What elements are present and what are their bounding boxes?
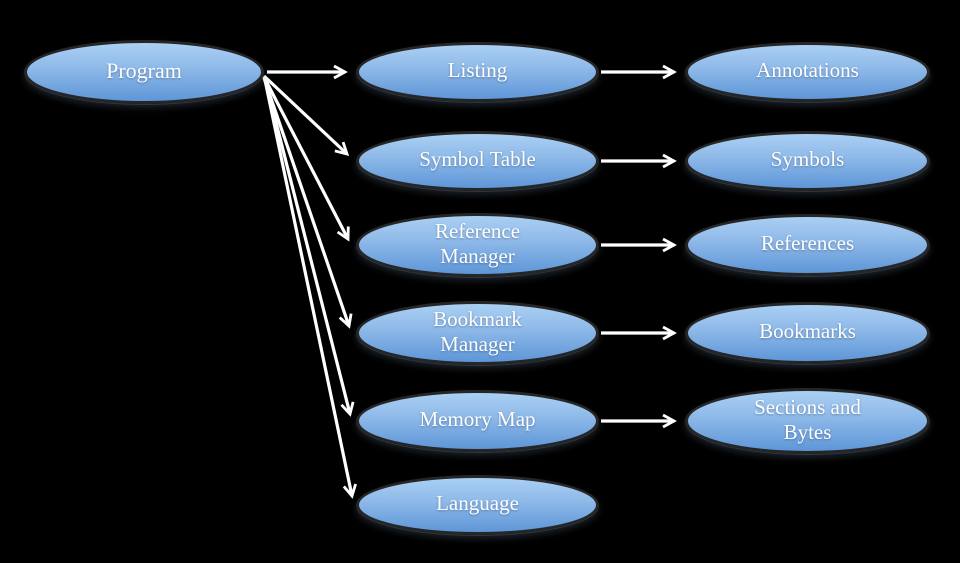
node-symbols: Symbols <box>685 131 930 191</box>
node-bookmarks-label: Bookmarks <box>759 319 856 344</box>
node-language-label: Language <box>436 491 519 516</box>
node-listing-label: Listing <box>447 58 508 83</box>
node-language: Language <box>356 475 599 535</box>
node-reference-manager-label: Reference Manager <box>434 218 521 268</box>
arrow-program-to-symbol-table <box>262 74 350 157</box>
node-memory-map: Memory Map <box>356 390 599 452</box>
node-references-label: References <box>760 231 855 256</box>
node-references: References <box>685 214 930 276</box>
node-symbol-table-label: Symbol Table <box>419 147 536 172</box>
node-memory-map-label: Memory Map <box>419 407 536 432</box>
node-sections-bytes-label: Sections and Bytes <box>754 394 861 444</box>
node-symbols-label: Symbols <box>770 147 845 172</box>
node-program: Program <box>24 40 264 104</box>
node-annotations: Annotations <box>685 42 930 102</box>
node-reference-manager: Reference Manager <box>356 213 599 277</box>
node-bookmark-manager: Bookmark Manager <box>356 301 599 365</box>
node-symbol-table: Symbol Table <box>356 131 599 191</box>
arrow-program-to-memory-map <box>263 78 355 417</box>
arrow-program-to-language <box>263 79 357 499</box>
node-annotations-label: Annotations <box>756 58 859 83</box>
arrow-program-to-reference-manager <box>262 76 350 242</box>
node-program-label: Program <box>106 57 182 83</box>
node-sections-bytes: Sections and Bytes <box>685 388 930 454</box>
arrow-program-to-bookmark-manager <box>262 77 353 329</box>
node-listing: Listing <box>356 42 599 102</box>
node-bookmarks: Bookmarks <box>685 302 930 364</box>
node-bookmark-manager-label: Bookmark Manager <box>433 306 522 356</box>
